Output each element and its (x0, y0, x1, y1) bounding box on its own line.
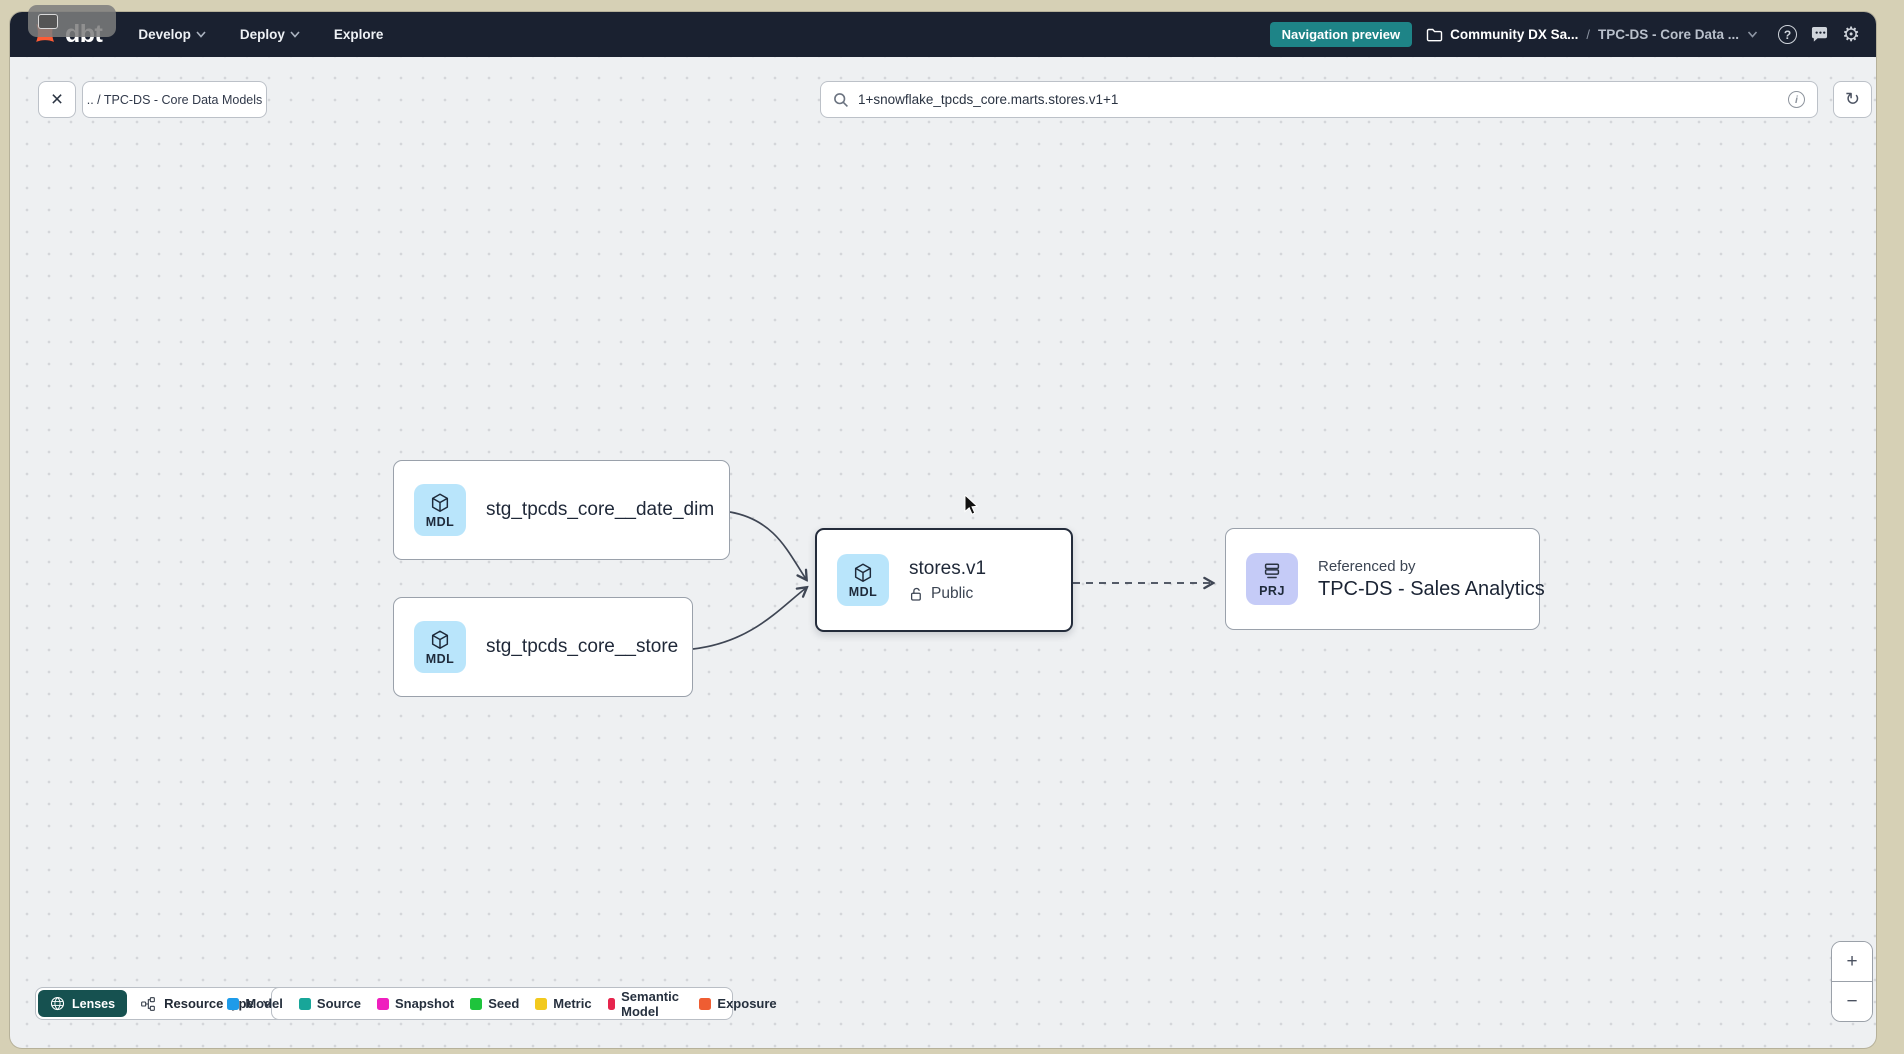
environment-selector[interactable]: TPC-DS - Core Data ... (1598, 27, 1740, 42)
legend-swatch (470, 997, 483, 1010)
help-icon[interactable]: ? (1778, 25, 1798, 44)
legend-swatch (607, 997, 616, 1010)
search-input[interactable] (858, 92, 1788, 107)
navbar-right: Navigation preview Community DX Sa... / … (1269, 22, 1860, 47)
divider (1832, 981, 1872, 982)
mouse-cursor (964, 495, 980, 517)
zoom-in-button[interactable]: + (1832, 942, 1872, 981)
lineage-breadcrumb[interactable]: .. / TPC-DS - Core Data Models (82, 81, 267, 118)
node-label: stores.v1 (909, 557, 987, 579)
legend-swatch (535, 997, 548, 1010)
info-icon[interactable]: i (1788, 91, 1805, 108)
folder-icon (1426, 28, 1443, 41)
legend-item-metric: Metric (535, 996, 592, 1011)
legend-label: Exposure (717, 996, 777, 1011)
legend-label: Snapshot (394, 996, 455, 1011)
badge-label: MDL (425, 514, 455, 529)
legend-item-exposure: Exposure (699, 996, 777, 1011)
lineage-search: i (820, 81, 1818, 118)
node-label: stg_tpcds_core__store (486, 636, 679, 657)
cube-icon (431, 493, 449, 512)
legend-swatch (298, 997, 311, 1010)
project-selector[interactable]: Community DX Sa... (1426, 27, 1578, 42)
account-breadcrumb: Community DX Sa... / TPC-DS - Core Data … (1426, 27, 1758, 42)
project-badge: PRJ (1246, 553, 1298, 605)
lock-open-icon (910, 587, 921, 601)
menu-develop[interactable]: Develop (138, 27, 206, 42)
legend-label: Semantic Model (621, 988, 679, 1019)
screen-share-widget (28, 5, 116, 37)
legend-item-source: Source (298, 996, 361, 1011)
legend-label: Source (316, 996, 361, 1011)
node-text: stores.v1 Public (909, 558, 986, 603)
referenced-by-label: Referenced by (1318, 557, 1416, 575)
navigation-preview-badge[interactable]: Navigation preview (1269, 22, 1413, 47)
menu-deploy[interactable]: Deploy (240, 27, 300, 42)
zoom-out-button[interactable]: − (1832, 982, 1872, 1021)
node-stg-tpcds-core-store[interactable]: MDL stg_tpcds_core__store (393, 597, 693, 697)
chevron-down-icon[interactable] (1747, 31, 1758, 38)
lenses-icon (50, 996, 65, 1011)
feedback-icon[interactable] (1810, 26, 1829, 43)
close-lineage-button[interactable]: × (38, 81, 76, 118)
lenses-button[interactable]: Lenses (38, 990, 128, 1017)
top-navbar: dbt Develop Deploy Explore Navigation pr… (10, 12, 1876, 57)
model-badge: MDL (837, 554, 889, 606)
menu-deploy-label: Deploy (239, 27, 285, 42)
legend-item-semantic-model: Semantic Model (607, 988, 684, 1019)
badge-label: MDL (848, 584, 878, 599)
app-window: dbt Develop Deploy Explore Navigation pr… (10, 12, 1876, 1048)
model-badge: MDL (414, 621, 466, 673)
zoom-controls: + − (1831, 941, 1873, 1022)
main-menu: Develop Deploy Explore (138, 27, 383, 42)
legend-swatch (376, 997, 389, 1010)
menu-explore[interactable]: Explore (334, 27, 384, 42)
node-access-row: Public (909, 585, 986, 603)
menu-develop-label: Develop (138, 27, 191, 42)
lenses-label: Lenses (72, 996, 116, 1011)
menu-explore-label: Explore (333, 27, 384, 42)
breadcrumb-separator: / (1586, 27, 1591, 42)
legend-swatch (227, 997, 240, 1010)
chevron-down-icon (196, 31, 206, 38)
access-label: Public (931, 584, 974, 602)
node-stg-tpcds-core-date-dim[interactable]: MDL stg_tpcds_core__date_dim (393, 460, 730, 560)
node-stores-v1[interactable]: MDL stores.v1 Public (815, 528, 1073, 632)
node-label: TPC-DS - Sales Analytics (1318, 577, 1545, 600)
legend-label: Metric (553, 996, 592, 1011)
cube-icon (854, 563, 872, 582)
project-name: Community DX Sa... (1450, 27, 1579, 42)
legend-label: Seed (488, 996, 520, 1011)
badge-label: PRJ (1259, 583, 1285, 598)
legend-item-snapshot: Snapshot (376, 996, 455, 1011)
node-tpcds-sales-analytics[interactable]: PRJ Referenced by TPC-DS - Sales Analyti… (1225, 528, 1545, 630)
node-label: stg_tpcds_core__date_dim (486, 499, 715, 520)
legend-item-model: Model (227, 996, 283, 1011)
badge-label: MDL (425, 651, 455, 666)
node-text: Referenced by TPC-DS - Sales Analytics (1318, 558, 1545, 601)
resource-legend: Model Source Snapshot Seed Metric Semant… (227, 987, 777, 1020)
legend-label: Model (245, 996, 283, 1011)
project-icon (1264, 562, 1280, 578)
refresh-button[interactable]: ↻ (1833, 81, 1872, 118)
chevron-down-icon (262, 1000, 272, 1007)
navbar-icons: ? ⚙ (1778, 25, 1860, 45)
legend-swatch (699, 997, 712, 1010)
cube-icon (431, 630, 449, 649)
chevron-down-icon (290, 31, 300, 38)
search-icon (834, 92, 848, 107)
legend-item-seed: Seed (470, 996, 519, 1011)
model-badge: MDL (414, 484, 466, 536)
gear-icon[interactable]: ⚙ (1842, 23, 1860, 46)
resource-type-icon (141, 996, 155, 1011)
screen-icon (38, 13, 58, 29)
